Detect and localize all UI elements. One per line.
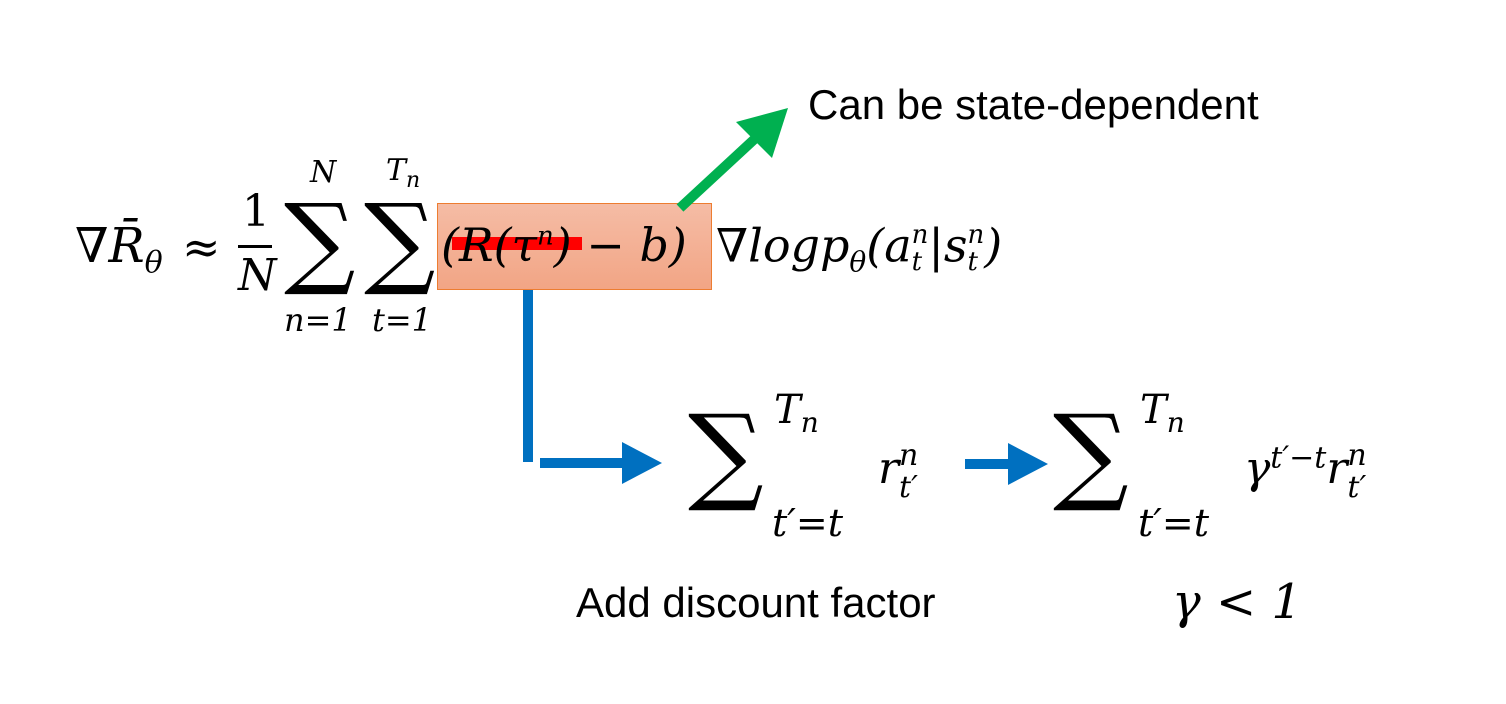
discounted-sum-upper: Tn [1140, 387, 1185, 439]
return-minus-baseline: (R(τn) − b) [441, 218, 687, 272]
lhs-sub: θ [144, 245, 163, 281]
fraction-numerator: 1 [242, 186, 270, 237]
blue-connector-arrow [523, 290, 662, 484]
strikethrough-line [452, 237, 582, 250]
sum-symbol-1: ∑ [284, 182, 356, 299]
lhs-gradient: ∇R̄θ [75, 222, 163, 279]
lhs-symbol: ∇R̄ [75, 218, 145, 274]
fraction-denominator: N [238, 250, 277, 301]
sum1-upper: N [310, 155, 337, 190]
sum-symbol-2: ∑ [364, 182, 436, 299]
gamma-condition: γ < 1 [1172, 574, 1302, 630]
reward-sum-lower: t′=t [772, 501, 844, 545]
sum2-lower: t=1 [372, 301, 433, 339]
discounted-sum-lower: t′=t [1138, 501, 1210, 545]
annotation-discount-factor: Add discount factor [576, 579, 936, 626]
blue-arrow-right [965, 443, 1048, 485]
reward-sum-symbol: ∑ [688, 392, 764, 515]
sum2-upper: Tn [386, 153, 421, 193]
sum1-lower: n=1 [284, 301, 352, 339]
approx-sign: ≈ [182, 220, 221, 274]
reward-sum-upper: Tn [774, 387, 819, 439]
discounted-sum-symbol: ∑ [1053, 392, 1129, 515]
fraction-bar [238, 245, 272, 248]
green-arrow [676, 108, 788, 212]
annotation-state-dependent: Can be state-dependent [808, 81, 1259, 128]
